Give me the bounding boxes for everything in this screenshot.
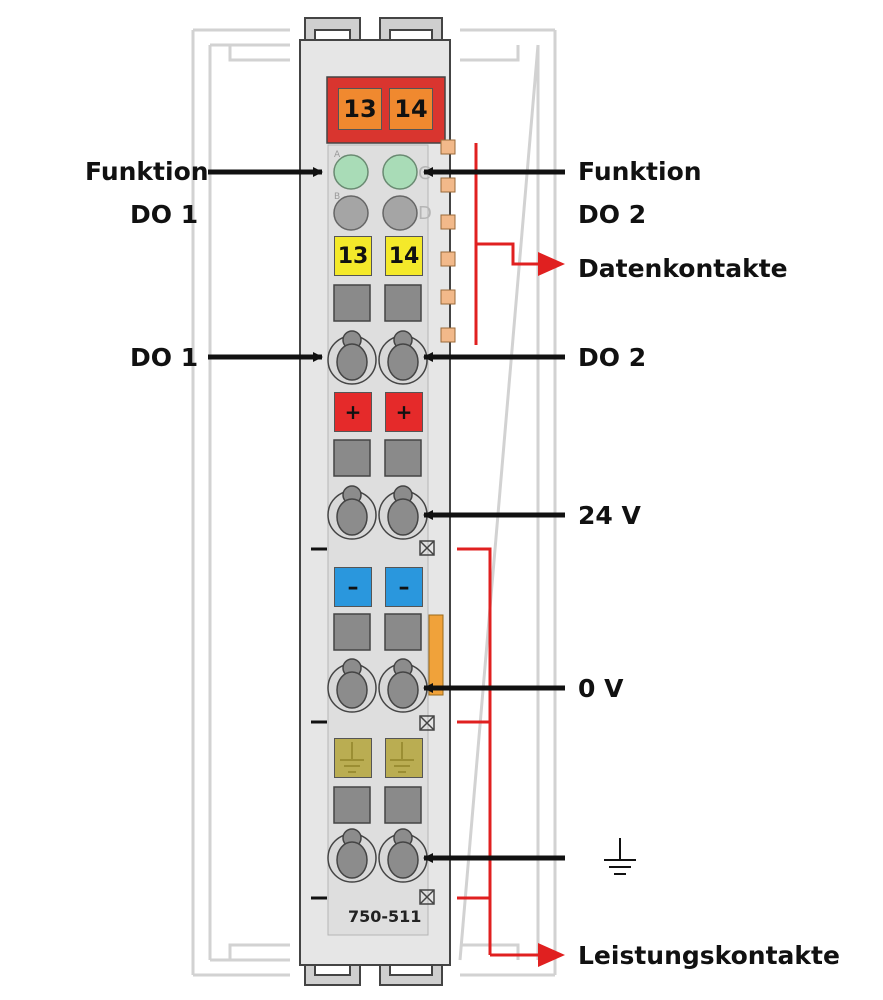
clamp-24v-1: [327, 485, 377, 540]
clamp-do1: [327, 330, 377, 385]
earth-pad-2: [385, 738, 423, 778]
marker-14: 14: [389, 88, 433, 130]
led-grey-1: [333, 195, 369, 231]
label-leistungskontakte: Leistungskontakte: [578, 941, 840, 970]
slot-13: 13: [334, 236, 372, 276]
led-letter-b: B: [334, 192, 341, 202]
label-funktion-left: Funktion: [85, 157, 209, 186]
din-rail: [191, 28, 557, 977]
label-0v: 0 V: [578, 674, 624, 703]
label-do1-terminal: DO 1: [130, 343, 199, 372]
callout-arrows: [208, 167, 565, 863]
leistungskontakte-bracket: [457, 547, 540, 957]
label-funktion-right: Funktion: [578, 157, 702, 186]
slot-14: 14: [385, 236, 423, 276]
leistungskontakte-arrowhead: [538, 943, 565, 967]
label-do2-function: DO 2: [578, 200, 647, 229]
led-function-do2: [382, 154, 418, 190]
clamp-earth-2: [378, 828, 428, 883]
contact-blocks: [333, 284, 422, 824]
data-contacts: [440, 139, 456, 343]
power-contact-notches: [311, 547, 327, 900]
orange-power-jumper: [428, 614, 444, 696]
label-do1-function: DO 1: [130, 200, 199, 229]
label-24v: 24 V: [578, 501, 641, 530]
label-do2-terminal: DO 2: [578, 343, 647, 372]
label-datenkontakte: Datenkontakte: [578, 254, 788, 283]
marker-13: 13: [338, 88, 382, 130]
clamp-earth-1: [327, 828, 377, 883]
earth-pad-1: [334, 738, 372, 778]
clamp-0v-1: [327, 658, 377, 713]
led-letter-d: D: [418, 203, 432, 224]
minus-pad-2: –: [385, 567, 423, 607]
power-contact-marks: [419, 540, 435, 905]
model-number: 750-511: [348, 907, 422, 926]
led-letter-c: C: [418, 163, 431, 184]
led-function-do1: [333, 154, 369, 190]
led-row-function: [333, 154, 418, 231]
datenkontakte-bracket: [474, 143, 540, 345]
led-grey-2: [382, 195, 418, 231]
led-letter-a: A: [334, 150, 341, 160]
datenkontakte-arrowhead: [538, 252, 565, 276]
plus-pad-2: +: [385, 392, 423, 432]
terminal-clamps: [327, 330, 428, 883]
clamp-24v-2: [378, 485, 428, 540]
earth-symbol-label: [604, 838, 636, 875]
minus-pad-1: –: [334, 567, 372, 607]
plus-pad-1: +: [334, 392, 372, 432]
